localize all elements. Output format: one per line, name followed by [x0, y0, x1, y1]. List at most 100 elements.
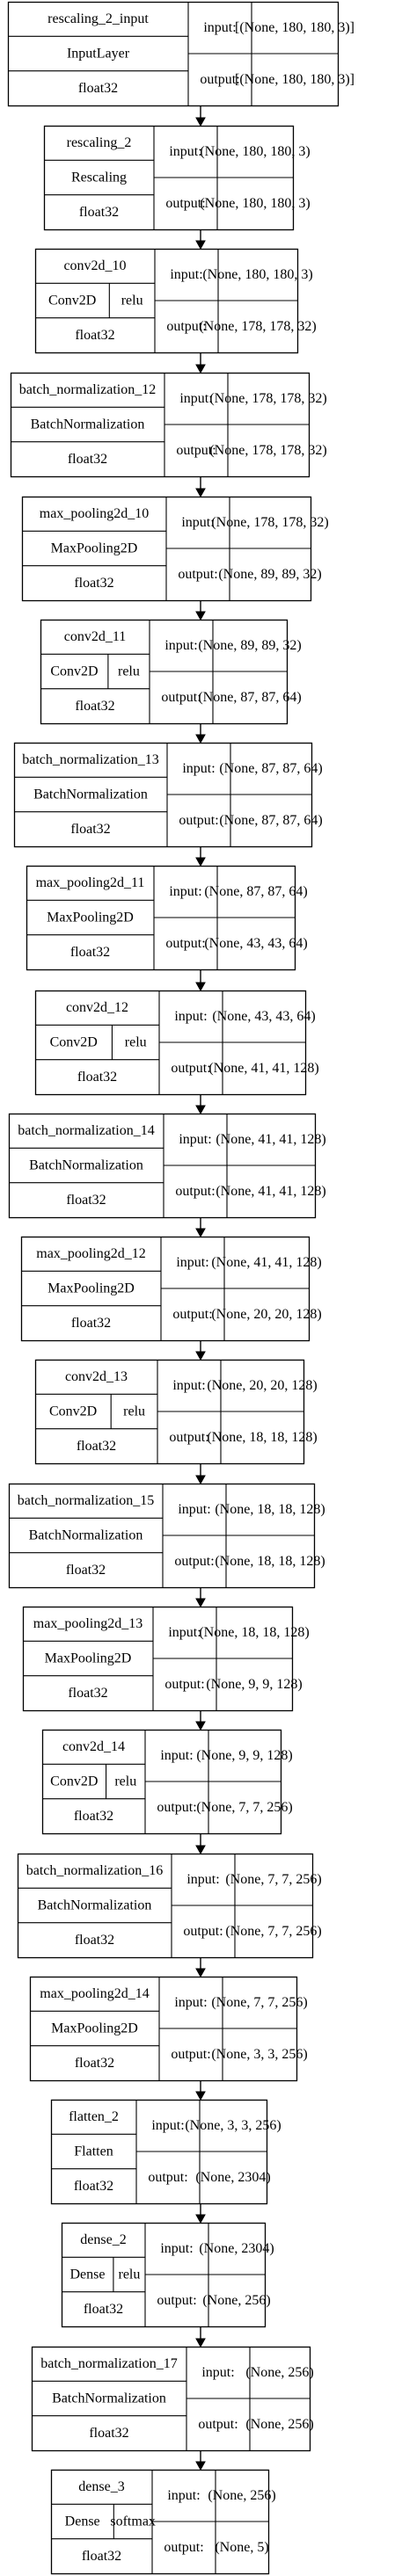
input-label: input: — [178, 1502, 210, 1517]
layer-activation: relu — [123, 1404, 145, 1419]
layer-type: MaxPooling2D — [48, 1281, 135, 1296]
layer-node-max_pooling2d_10: max_pooling2d_10MaxPooling2Dfloat32input… — [21, 496, 329, 602]
layer-dtype: float32 — [75, 2056, 114, 2071]
layer-name: max_pooling2d_14 — [40, 1986, 149, 2001]
output-shape: (None, 7, 7, 256) — [225, 1924, 321, 1939]
input-shape: (None, 41, 41, 128) — [211, 1255, 321, 1270]
output-shape: (None, 41, 41, 128) — [216, 1184, 325, 1199]
layer-activation: relu — [114, 1774, 136, 1789]
edge-arrow — [195, 724, 206, 744]
output-label: output: — [165, 196, 205, 211]
edge-arrow — [195, 1095, 206, 1115]
output-shape: (None, 18, 18, 128) — [207, 1430, 317, 1445]
input-shape: (None, 41, 41, 128) — [216, 1132, 325, 1147]
layer-type: Conv2D — [50, 1774, 98, 1789]
layer-dtype: float32 — [79, 205, 119, 220]
input-shape: (None, 43, 43, 64) — [212, 1009, 315, 1024]
layer-node-max_pooling2d_12: max_pooling2d_12MaxPooling2Dfloat32input… — [20, 1236, 322, 1342]
output-label: output: — [148, 2170, 187, 2185]
layer-node-batch_normalization_13: batch_normalization_13BatchNormalization… — [13, 742, 323, 848]
output-shape: (None, 180, 180, 3) — [200, 196, 310, 211]
layer-dtype: float32 — [74, 1809, 113, 1824]
output-shape: (None, 2304) — [195, 2170, 270, 2185]
edge-arrow — [195, 2451, 206, 2471]
layer-dtype: float32 — [89, 2426, 128, 2441]
layer-type: BatchNormalization — [29, 1528, 143, 1543]
edge-arrow — [195, 970, 206, 992]
layer-dtype: float32 — [75, 699, 114, 714]
input-label: input: — [167, 2488, 200, 2503]
output-label: output: — [198, 2417, 238, 2432]
layer-type: MaxPooling2D — [45, 1651, 132, 1666]
layer-name: batch_normalization_13 — [22, 752, 159, 767]
output-shape: (None, 9, 9, 128) — [206, 1677, 302, 1692]
layer-name: max_pooling2d_11 — [36, 875, 145, 890]
layer-dtype: float32 — [82, 2549, 121, 2564]
input-shape: (None, 89, 89, 32) — [198, 638, 301, 653]
layer-type: BatchNormalization — [31, 417, 145, 432]
layer-name: batch_normalization_12 — [19, 382, 157, 397]
input-label: input: — [176, 1255, 208, 1270]
layer-activation: softmax — [110, 2514, 156, 2529]
edge-arrow — [195, 1464, 206, 1485]
edge-arrow — [195, 1834, 206, 1855]
layer-node-max_pooling2d_11: max_pooling2d_11MaxPooling2Dfloat32input… — [26, 865, 308, 971]
layer-node-flatten_2: flatten_2Flattenfloat32input:output:(Non… — [50, 2099, 281, 2205]
layer-node-max_pooling2d_14: max_pooling2d_14MaxPooling2Dfloat32input… — [29, 1976, 308, 2082]
layer-type: MaxPooling2D — [47, 911, 134, 925]
layer-activation: relu — [121, 294, 143, 308]
input-label: input: — [174, 1009, 207, 1024]
layer-node-batch_normalization_16: batch_normalization_16BatchNormalization… — [17, 1853, 322, 1959]
output-label: output: — [161, 690, 201, 705]
layer-name: conv2d_11 — [64, 629, 127, 644]
layer-name: batch_normalization_17 — [40, 2356, 178, 2371]
output-shape: (None, 87, 87, 64) — [219, 813, 322, 828]
layer-dtype: float32 — [74, 2179, 113, 2194]
layer-type: Flatten — [74, 2144, 113, 2159]
input-label: input: — [179, 391, 212, 406]
edge-arrow — [195, 2327, 206, 2348]
edge-arrow — [195, 2204, 206, 2224]
input-label: input: — [164, 638, 197, 653]
output-shape: (None, 178, 178, 32) — [209, 443, 326, 458]
input-shape: (None, 18, 18, 128) — [199, 1625, 309, 1640]
input-label: input: — [151, 2118, 184, 2133]
layer-type: Rescaling — [71, 171, 127, 185]
input-shape: (None, 87, 87, 64) — [204, 884, 307, 899]
layer-name: batch_normalization_14 — [18, 1123, 155, 1138]
input-shape: (None, 256) — [208, 2488, 275, 2503]
output-label: output: — [171, 1061, 210, 1076]
input-label: input: — [168, 1625, 201, 1640]
layer-activation: relu — [125, 1035, 147, 1050]
input-label: input: — [181, 515, 214, 530]
output-label: output: — [166, 319, 206, 334]
layer-node-rescaling_2: rescaling_2Rescalingfloat32input:output:… — [43, 125, 311, 231]
input-shape: (None, 180, 180, 3) — [202, 267, 312, 282]
input-shape: (None, 178, 178, 32) — [209, 391, 326, 406]
output-label: output: — [164, 2540, 203, 2555]
layer-activation: relu — [119, 2268, 141, 2282]
output-label: output: — [174, 1554, 214, 1569]
input-label: input: — [170, 267, 202, 282]
input-label: input: — [201, 2365, 234, 2380]
input-label: input: — [160, 1748, 193, 1763]
layer-type: Dense — [69, 2268, 105, 2282]
layer-type: Conv2D — [48, 294, 96, 308]
output-shape: (None, 89, 89, 32) — [218, 567, 321, 582]
input-shape: (None, 178, 178, 32) — [211, 515, 328, 530]
layer-name: max_pooling2d_12 — [36, 1246, 145, 1261]
layer-type: MaxPooling2D — [51, 2021, 138, 2036]
edge-arrow — [195, 230, 206, 250]
edge-arrow — [195, 1218, 206, 1238]
layer-dtype: float32 — [70, 822, 110, 837]
output-label: output: — [175, 1184, 215, 1199]
layer-node-batch_normalization_12: batch_normalization_12BatchNormalization… — [10, 372, 327, 478]
layer-name: conv2d_12 — [66, 1000, 128, 1015]
layer-name: rescaling_2 — [67, 135, 132, 150]
layer-name: dense_2 — [80, 2232, 126, 2247]
